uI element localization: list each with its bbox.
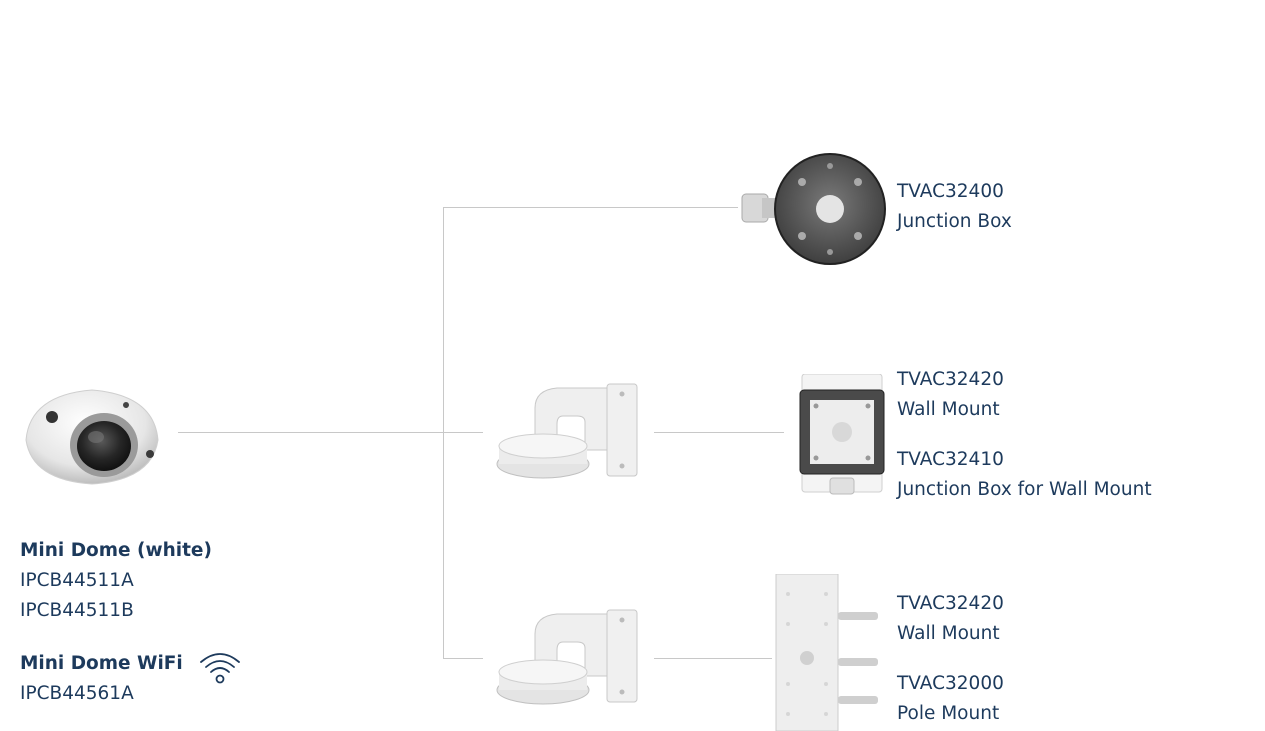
wall-mount-2-code: TVAC32420 <box>897 593 1004 614</box>
wall-mount-2-name: Wall Mount <box>897 623 1000 644</box>
mini-dome-wifi-title: Mini Dome WiFi <box>20 653 183 674</box>
connector-trunk-vertical <box>443 207 444 658</box>
wall-mount-image-lower <box>495 606 645 706</box>
wifi-icon <box>198 648 242 686</box>
connector-wall-mount-to-pole <box>654 658 772 659</box>
junction-box-wall-name: Junction Box for Wall Mount <box>897 479 1152 500</box>
wall-mount-image-upper <box>495 380 645 480</box>
junction-box-code: TVAC32400 <box>897 181 1004 202</box>
wall-mount-1-name: Wall Mount <box>897 399 1000 420</box>
junction-box-wall-image <box>796 374 888 498</box>
mini-dome-white-title: Mini Dome (white) <box>20 540 212 561</box>
junction-box-wall-code: TVAC32410 <box>897 449 1004 470</box>
junction-box-name: Junction Box <box>897 211 1012 232</box>
connector-camera-to-trunk <box>178 432 483 433</box>
mini-dome-white-sku-1: IPCB44511A <box>20 570 134 591</box>
mini-dome-white-sku-2: IPCB44511B <box>20 600 134 621</box>
mini-dome-wifi-sku-1: IPCB44561A <box>20 683 134 704</box>
pole-mount-code: TVAC32000 <box>897 673 1004 694</box>
connector-wall-mount-to-box <box>654 432 784 433</box>
connector-to-lower-wall-mount <box>443 658 483 659</box>
pole-mount-name: Pole Mount <box>897 703 1000 724</box>
mini-dome-camera-image <box>22 380 162 490</box>
pole-mount-image <box>772 574 884 731</box>
wall-mount-1-code: TVAC32420 <box>897 369 1004 390</box>
junction-box-image <box>740 152 890 268</box>
connector-to-junction-box <box>443 207 738 208</box>
